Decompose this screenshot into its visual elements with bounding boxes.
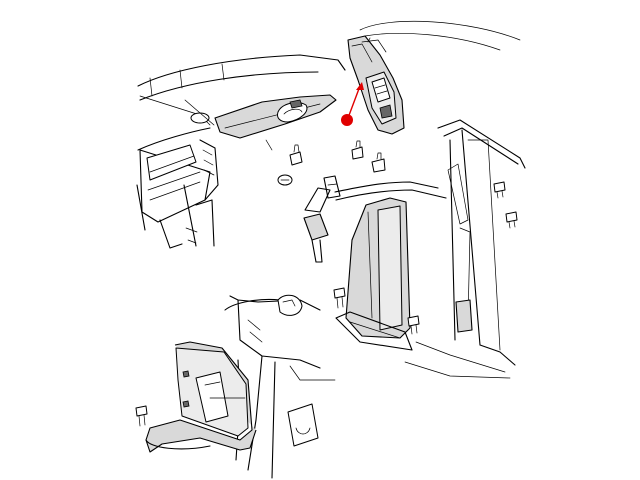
clip-4 xyxy=(371,152,386,173)
clip-1 xyxy=(289,144,303,166)
b-pillar-lower-trim xyxy=(335,197,413,351)
clip-3 xyxy=(351,140,364,160)
a-pillar-upper-trim xyxy=(214,94,337,151)
clip-2 xyxy=(277,174,293,186)
body-outline xyxy=(359,20,526,379)
seat-belt-assembly xyxy=(303,163,473,333)
cover-plate xyxy=(287,403,319,447)
fastener-clips xyxy=(277,140,386,186)
interior-light-icon xyxy=(371,77,391,103)
kick-panel-inset xyxy=(145,294,336,479)
screw-1 xyxy=(333,287,346,309)
screw-4 xyxy=(505,211,518,229)
b-pillar-upper-trim xyxy=(347,35,405,135)
instrument-panel xyxy=(136,54,346,249)
screws xyxy=(135,181,518,427)
callout-dot-arrow xyxy=(341,82,364,126)
screw-2 xyxy=(407,315,420,335)
screw-5 xyxy=(135,405,148,427)
screw-3 xyxy=(493,181,506,199)
